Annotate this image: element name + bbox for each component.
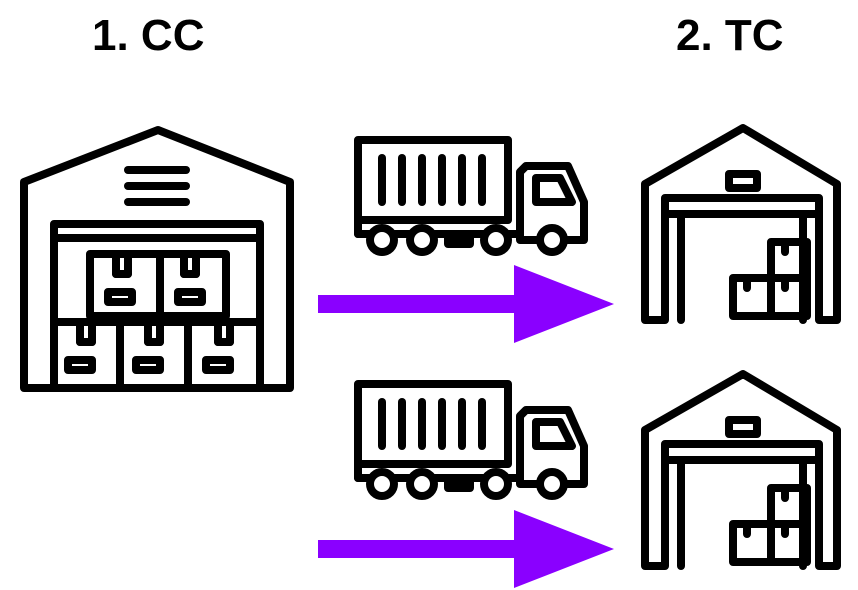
arrow-right-icon-bottom (318, 510, 614, 588)
garage-warehouse-icon-top (645, 128, 837, 320)
source-label: 1. CC (92, 11, 205, 60)
arrow-right-icon-top (318, 265, 614, 343)
destination-label: 2. TC (676, 11, 784, 60)
garage-warehouse-icon-bottom (645, 374, 837, 566)
truck-icon-bottom (358, 384, 584, 496)
warehouse-icon (20, 126, 294, 392)
truck-icon-top (358, 140, 584, 252)
